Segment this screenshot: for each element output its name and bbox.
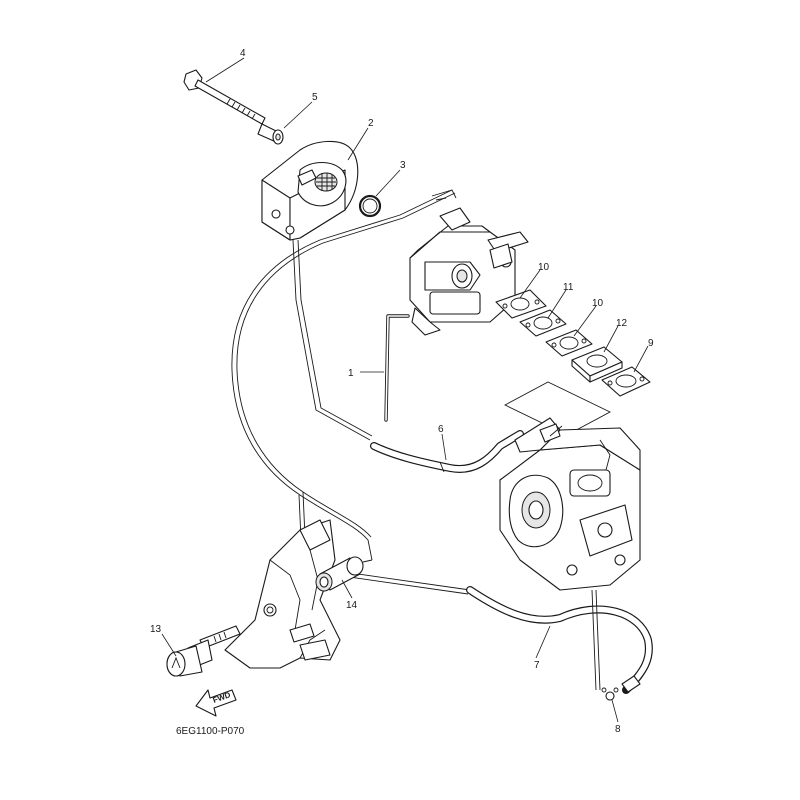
bottom-cowling-bracket xyxy=(224,519,341,669)
collar-part-5 xyxy=(257,123,284,145)
callout-labels: 4 5 2 3 1 6 10 11 10 12 9 7 8 14 13 xyxy=(150,48,654,735)
insulator-part-12 xyxy=(571,346,623,383)
silencer-drain-line xyxy=(292,239,373,441)
intake-silencer-part-2 xyxy=(261,140,359,241)
breather-hose-part-1 xyxy=(384,314,410,422)
o-ring-part-3 xyxy=(358,194,382,218)
callout-14: 14 xyxy=(346,600,358,611)
callout-10-a: 10 xyxy=(538,262,550,273)
control-cable xyxy=(231,189,456,561)
callout-11: 11 xyxy=(563,282,574,293)
callout-12: 12 xyxy=(616,318,628,329)
gasket-part-9 xyxy=(601,366,651,397)
callout-2: 2 xyxy=(368,118,374,129)
leader-lines xyxy=(161,57,649,723)
callout-3: 3 xyxy=(400,160,406,171)
clip-part-8 xyxy=(601,687,619,701)
cable-holder-part-14 xyxy=(315,556,373,592)
gasket-part-11 xyxy=(519,309,567,337)
callout-1: 1 xyxy=(348,368,354,379)
bolt-part-4 xyxy=(183,69,266,125)
hose-part-7 xyxy=(298,491,653,694)
callout-10-b: 10 xyxy=(592,298,604,309)
hose-part-6 xyxy=(370,430,524,473)
callout-13: 13 xyxy=(150,624,162,635)
gasket-part-10b xyxy=(545,329,593,357)
callout-5: 5 xyxy=(312,92,318,103)
callout-4: 4 xyxy=(240,48,246,59)
choke-knob-part-13 xyxy=(166,625,241,677)
callout-8: 8 xyxy=(615,724,621,735)
carburetor xyxy=(409,189,529,336)
callout-7: 7 xyxy=(534,660,540,671)
callout-9: 9 xyxy=(648,338,654,349)
callout-6: 6 xyxy=(438,424,444,435)
engine-block xyxy=(499,417,641,591)
drawing-code: 6EG1100-P070 xyxy=(176,726,245,737)
forward-direction-arrow: FWD xyxy=(195,689,237,717)
